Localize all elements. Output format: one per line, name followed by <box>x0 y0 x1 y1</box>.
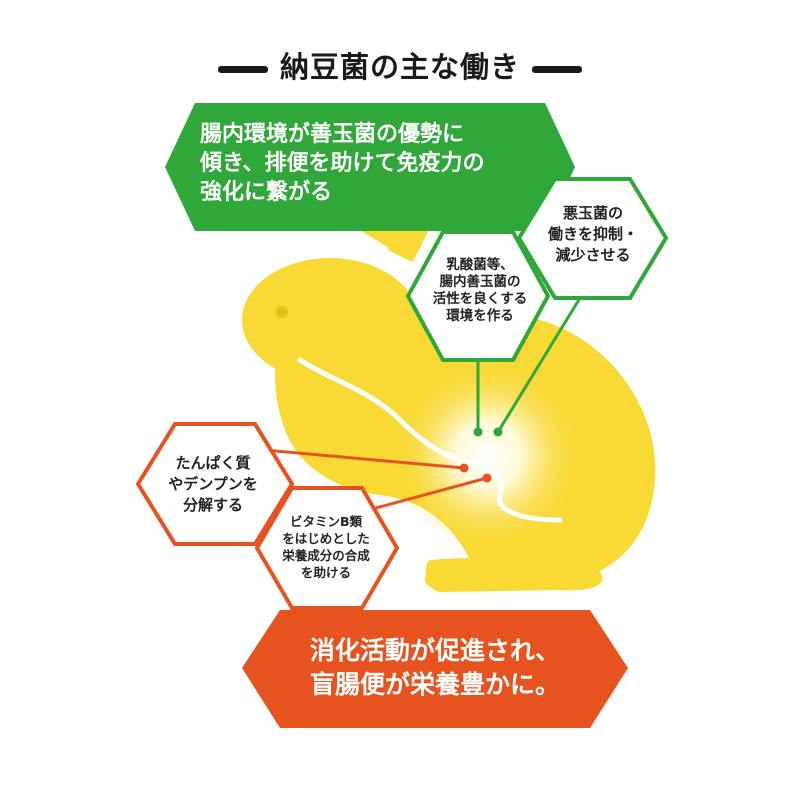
hexagon-lactic <box>405 230 551 362</box>
connector-protein <box>264 448 465 470</box>
hexagon-line: やデンプンを <box>168 475 258 493</box>
hexagon-protein-text: たんぱく質 やデンプンを 分解する <box>148 453 278 516</box>
orange-banner-text: 消化活動が促進され、 盲腸便が栄養豊かに。 <box>270 634 600 702</box>
orange-banner-shape <box>242 610 628 728</box>
hexagon-line: をはじめとした <box>282 531 370 546</box>
orange-banner-line: 消化活動が促進され、 <box>309 636 561 665</box>
connector-dot-vitamin <box>482 473 492 483</box>
green-banner-text: 腸内環境が善玉菌の優勢に 傾き、排便を助けて免疫力の 強化に繋がる <box>200 120 550 207</box>
green-banner-line: 傾き、排便を助けて免疫力の <box>200 151 485 176</box>
connector-dot-bad-bacteria <box>493 427 503 437</box>
hexagon-bad-bacteria <box>516 177 669 300</box>
connector-dot-lactic <box>473 427 483 437</box>
hexagon-line: を助ける <box>300 565 351 580</box>
hexagon-line: 活性を良くする <box>432 291 528 307</box>
hexagon-line: ビタミンB類 <box>289 514 363 529</box>
diagram-title: 納豆菌の主な働き <box>0 44 800 86</box>
hexagon-protein <box>135 422 295 546</box>
green-banner-line: 強化に繋がる <box>200 180 333 205</box>
hexagon-vitamin-text: ビタミンB類 をはじめとした 栄養成分の合成 を助ける <box>270 513 382 581</box>
green-banner-line: 腸内環境が善玉菌の優勢に <box>200 122 465 147</box>
connector-dot-protein <box>459 463 469 473</box>
hexagon-lactic-text: 乳酸菌等、 腸内善玉菌の 活性を良くする 環境を作る <box>420 257 540 325</box>
hexagon-line: 環境を作る <box>446 308 514 324</box>
title-dash-left <box>217 65 268 73</box>
hexagon-line: 分解する <box>182 496 243 514</box>
hexagon-line: 乳酸菌等、 <box>446 257 514 273</box>
rabbit-eye <box>276 306 288 318</box>
title-text: 納豆菌の主な働き <box>279 50 520 84</box>
orange-banner-line: 盲腸便が栄養豊かに。 <box>309 670 560 699</box>
hexagon-line: 悪玉菌の <box>562 204 623 222</box>
hexagon-vitamin <box>254 486 400 610</box>
intestine-glow <box>393 360 583 550</box>
green-banner-shape <box>165 103 575 231</box>
hexagon-line: 腸内善玉菌の <box>439 274 521 290</box>
hexagon-line: 栄養成分の合成 <box>282 548 370 563</box>
intestine-line <box>297 357 563 523</box>
connector-bad-bacteria <box>496 297 582 433</box>
hexagon-line: 減少させる <box>555 246 631 264</box>
title-dash-right <box>532 65 582 73</box>
hexagon-line: たんぱく質 <box>175 454 251 472</box>
hexagon-bad-bacteria-text: 悪玉菌の 働きを抑制・ 減少させる <box>538 203 648 266</box>
hexagon-line: 働きを抑制・ <box>547 225 638 243</box>
